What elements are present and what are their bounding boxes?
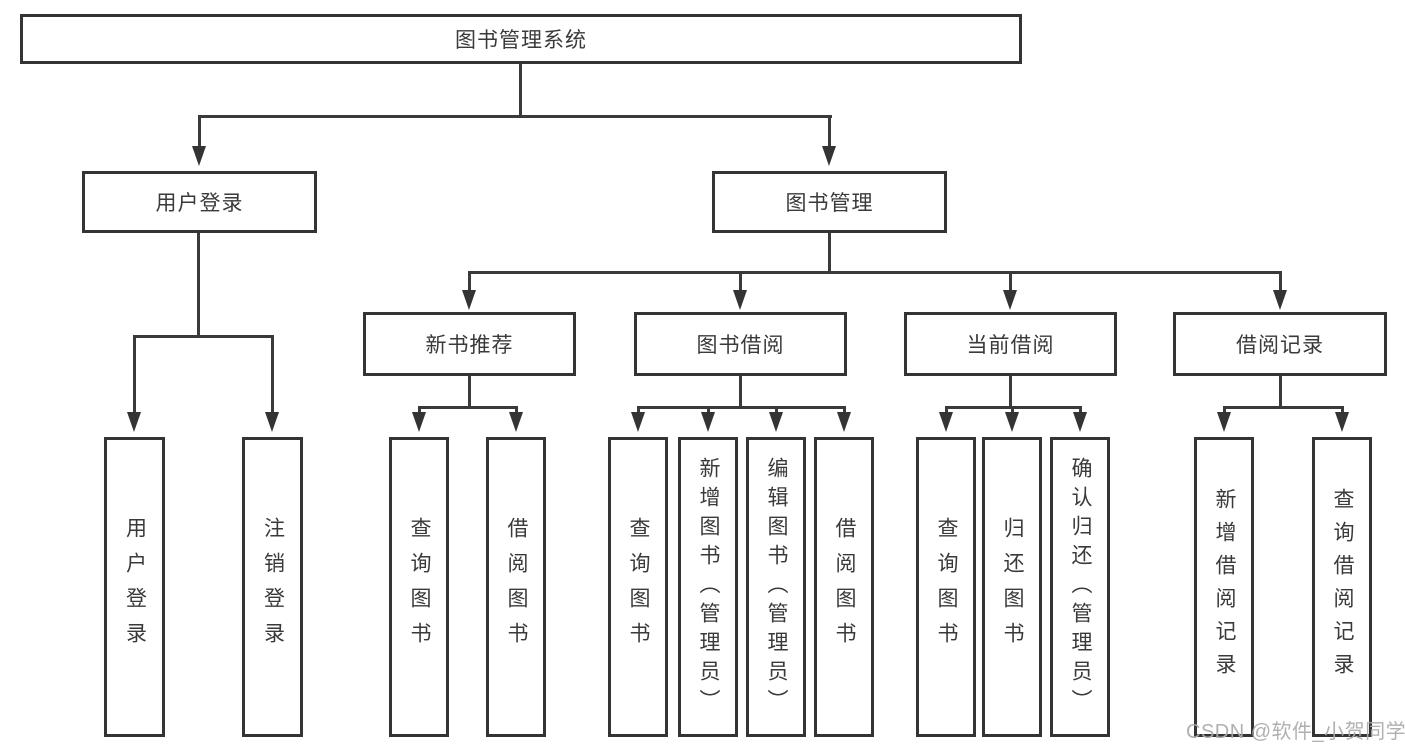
connector-line	[775, 406, 778, 416]
connector-line	[1011, 406, 1014, 416]
connector-line	[1009, 376, 1012, 409]
leaf-user-login-label: 用户登录	[123, 517, 147, 657]
connector-line	[133, 335, 274, 338]
leaf-edit-book-admin: 编辑图书（管理员）	[746, 437, 806, 737]
arrowhead	[1005, 412, 1019, 432]
connector-line	[1341, 406, 1344, 416]
connector-line	[739, 376, 742, 409]
connector-line	[707, 406, 710, 416]
node-root-label: 图书管理系统	[455, 29, 587, 52]
connector-line	[945, 406, 948, 416]
leaf-query-borrow-record: 查询借阅记录	[1312, 437, 1372, 737]
leaf-return-book-label: 归还图书	[1001, 517, 1024, 657]
arrowhead	[733, 290, 747, 310]
arrowhead	[631, 412, 645, 432]
arrowhead	[462, 290, 476, 310]
leaf-return-book: 归还图书	[982, 437, 1042, 737]
arrowhead	[127, 412, 141, 432]
arrowhead	[192, 146, 206, 166]
node-new-book-recommend: 新书推荐	[363, 312, 576, 376]
node-book-borrow-label: 图书借阅	[696, 334, 785, 357]
arrowhead	[412, 412, 426, 432]
arrowhead	[1335, 412, 1349, 432]
connector-line	[1279, 271, 1282, 294]
leaf-query-books-current: 查询图书	[916, 437, 976, 737]
leaf-borrow-books-newbook-label: 借阅图书	[505, 517, 528, 657]
connector-line	[1279, 376, 1282, 409]
leaf-add-borrow-record: 新增借阅记录	[1194, 437, 1254, 737]
leaf-confirm-return-admin-label: 确认归还（管理员）	[1069, 456, 1092, 718]
arrowhead	[1273, 290, 1287, 310]
leaf-user-login: 用户登录	[104, 437, 165, 737]
leaf-confirm-return-admin: 确认归还（管理员）	[1050, 437, 1110, 737]
connector-line	[198, 115, 832, 118]
connector-line	[739, 271, 742, 294]
connector-line	[197, 233, 200, 338]
leaf-edit-book-admin-label: 编辑图书（管理员）	[765, 456, 788, 718]
connector-line	[418, 406, 518, 409]
node-book-management: 图书管理	[712, 171, 947, 233]
connector-line	[637, 406, 846, 409]
csdn-watermark: CSDN @软件_小贺同学	[1186, 721, 1405, 743]
leaf-borrow-books-borrow-label: 借阅图书	[833, 517, 856, 657]
leaf-query-books-borrow-label: 查询图书	[627, 517, 650, 657]
arrowhead	[769, 412, 783, 432]
connector-line	[468, 376, 471, 409]
leaf-borrow-books-borrow: 借阅图书	[814, 437, 874, 737]
arrowhead	[1073, 412, 1087, 432]
connector-line	[271, 335, 274, 414]
arrowhead	[837, 412, 851, 432]
connector-line	[468, 271, 471, 294]
connector-line	[515, 406, 518, 416]
node-book-borrow: 图书借阅	[634, 312, 847, 376]
leaf-add-borrow-record-label: 新增借阅记录	[1213, 488, 1236, 686]
connector-line	[133, 335, 136, 414]
connector-line	[519, 64, 522, 118]
leaf-logout-label: 注销登录	[261, 517, 285, 657]
node-user-login-label: 用户登录	[155, 192, 244, 215]
arrowhead	[822, 146, 836, 166]
arrowhead	[939, 412, 953, 432]
arrowhead	[701, 412, 715, 432]
connector-line	[828, 115, 831, 148]
leaf-add-book-admin: 新增图书（管理员）	[678, 437, 738, 737]
connector-line	[418, 406, 421, 416]
leaf-query-books-newbook: 查询图书	[389, 437, 449, 737]
arrowhead	[1217, 412, 1231, 432]
leaf-query-books-current-label: 查询图书	[935, 517, 958, 657]
connector-line	[1009, 271, 1012, 294]
node-new-book-recommend-label: 新书推荐	[425, 334, 514, 357]
connector-line	[828, 233, 831, 274]
leaf-logout: 注销登录	[242, 437, 303, 737]
arrowhead	[1003, 290, 1017, 310]
leaf-query-books-newbook-label: 查询图书	[408, 517, 431, 657]
leaf-query-borrow-record-label: 查询借阅记录	[1331, 488, 1354, 686]
node-current-borrow-label: 当前借阅	[966, 334, 1055, 357]
connector-line	[1223, 406, 1226, 416]
node-book-management-label: 图书管理	[785, 192, 874, 215]
node-current-borrow: 当前借阅	[904, 312, 1117, 376]
connector-line	[468, 271, 1282, 274]
leaf-borrow-books-newbook: 借阅图书	[486, 437, 546, 737]
node-user-login: 用户登录	[82, 171, 317, 233]
leaf-query-books-borrow: 查询图书	[608, 437, 668, 737]
arrowhead	[265, 412, 279, 432]
node-borrow-records-label: 借阅记录	[1236, 334, 1324, 357]
connector-line	[843, 406, 846, 416]
node-root: 图书管理系统	[20, 14, 1022, 64]
leaf-add-book-admin-label: 新增图书（管理员）	[697, 456, 720, 718]
connector-line	[198, 115, 201, 148]
node-borrow-records: 借阅记录	[1173, 312, 1387, 376]
arrowhead	[509, 412, 523, 432]
connector-line	[1223, 406, 1344, 409]
connector-line	[637, 406, 640, 416]
connector-line	[1079, 406, 1082, 416]
